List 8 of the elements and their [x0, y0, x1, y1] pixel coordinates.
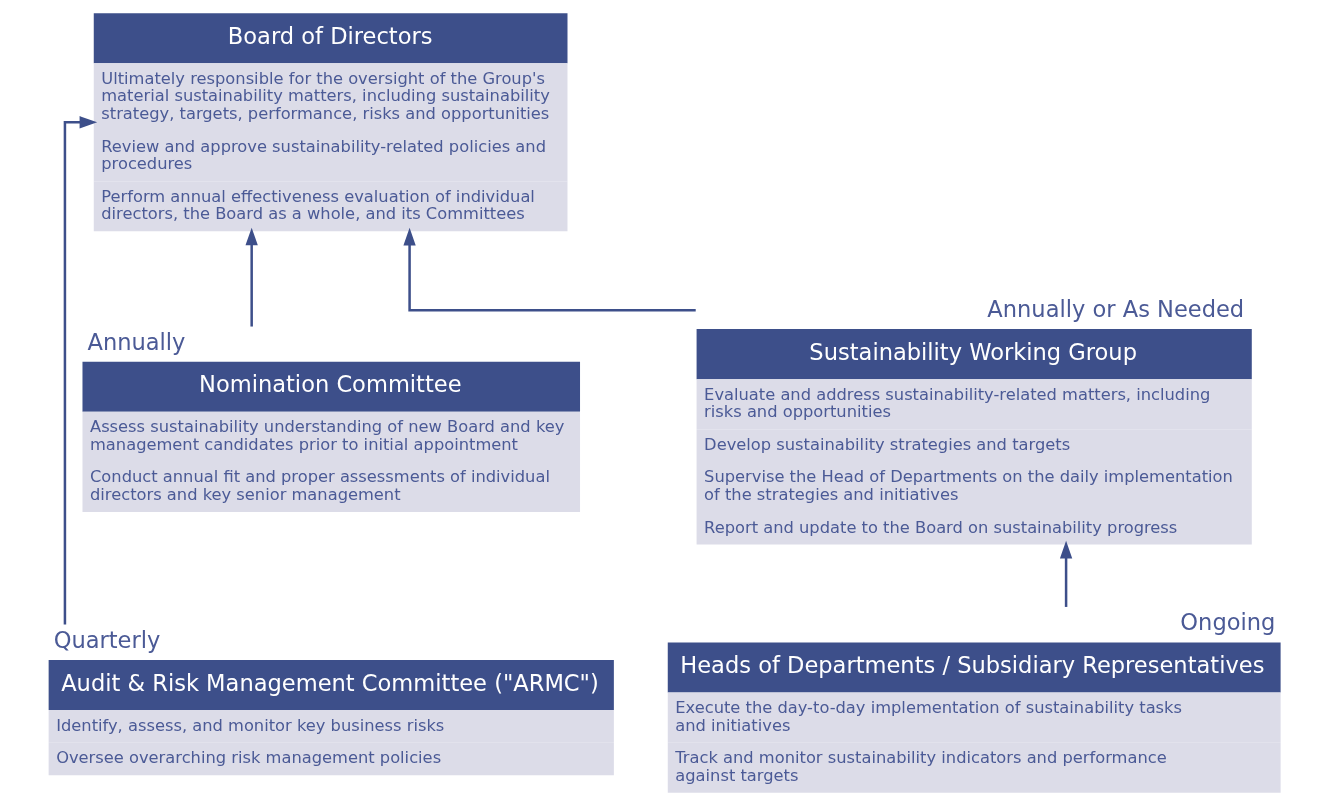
node-label: Ongoing	[1180, 609, 1276, 636]
node-label: Annually or As Needed	[987, 296, 1245, 323]
node-label: Annually	[87, 328, 186, 355]
arrow	[403, 227, 696, 312]
node-label: Quarterly	[53, 626, 161, 653]
arrow	[63, 116, 98, 625]
arrow	[245, 227, 258, 327]
arrow	[1059, 540, 1073, 607]
